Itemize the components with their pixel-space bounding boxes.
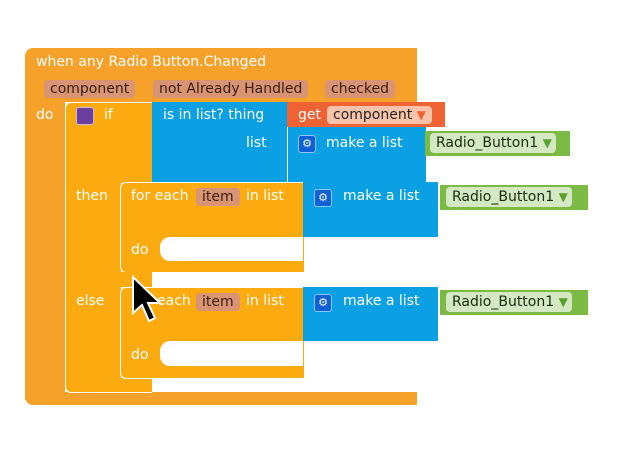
dropdown-triangle-icon: ▼ [558, 190, 568, 204]
component-value: Radio_Button1 [436, 135, 539, 151]
event-block-bottom [25, 392, 417, 405]
make-list-gear-icon[interactable]: ⚙ [314, 294, 332, 312]
in-list-label: in list [246, 293, 284, 309]
param-not-already-handled[interactable]: not Already Handled [153, 80, 309, 98]
get-label: get [298, 107, 321, 123]
component-value: Radio_Button1 [452, 189, 555, 205]
mouse-cursor-icon [132, 275, 163, 323]
make-list-label: make a list [326, 135, 403, 151]
if-label: if [104, 107, 113, 123]
for-each-var-item[interactable]: item [196, 188, 240, 206]
make-list-gear-icon[interactable]: ⚙ [314, 189, 332, 207]
component-dropdown-3[interactable]: Radio_Button1 ▼ [446, 292, 572, 312]
event-title: when any Radio Button.Changed [36, 54, 267, 70]
then-label: then [76, 188, 108, 204]
for-each-do-label: do [131, 347, 149, 363]
for-each-2-do-slot[interactable] [160, 341, 303, 366]
is-in-list-list-label: list [246, 135, 267, 151]
else-label: else [76, 293, 105, 309]
if-gear-icon[interactable]: ⚙ [76, 107, 94, 125]
param-checked[interactable]: checked [325, 80, 395, 98]
make-list-gear-icon[interactable]: ⚙ [298, 135, 316, 153]
dropdown-triangle-icon: ▼ [542, 136, 552, 150]
if-block-end [120, 378, 152, 393]
for-each-var-item[interactable]: item [196, 293, 240, 311]
do-label: do [36, 107, 54, 123]
component-dropdown-1[interactable]: Radio_Button1 ▼ [430, 133, 556, 153]
component-value: Radio_Button1 [452, 294, 555, 310]
for-each-do-label: do [131, 242, 149, 258]
for-each-1-do-slot[interactable] [160, 237, 303, 261]
event-block-left [25, 100, 65, 400]
is-in-list-block[interactable] [152, 102, 287, 182]
dropdown-triangle-icon: ▼ [416, 108, 426, 122]
for-each-label: for each [131, 188, 189, 204]
get-variable-dropdown[interactable]: component ▼ [327, 106, 432, 124]
make-list-label: make a list [343, 293, 420, 309]
make-list-label: make a list [343, 188, 420, 204]
in-list-label: in list [246, 188, 284, 204]
param-component[interactable]: component [44, 80, 136, 98]
get-variable-value: component [333, 107, 413, 123]
for-each-partial-label: each [157, 293, 191, 309]
if-block-column [65, 182, 121, 393]
component-dropdown-2[interactable]: Radio_Button1 ▼ [446, 187, 572, 207]
dropdown-triangle-icon: ▼ [558, 295, 568, 309]
is-in-list-thing-label: is in list? thing [163, 107, 265, 123]
